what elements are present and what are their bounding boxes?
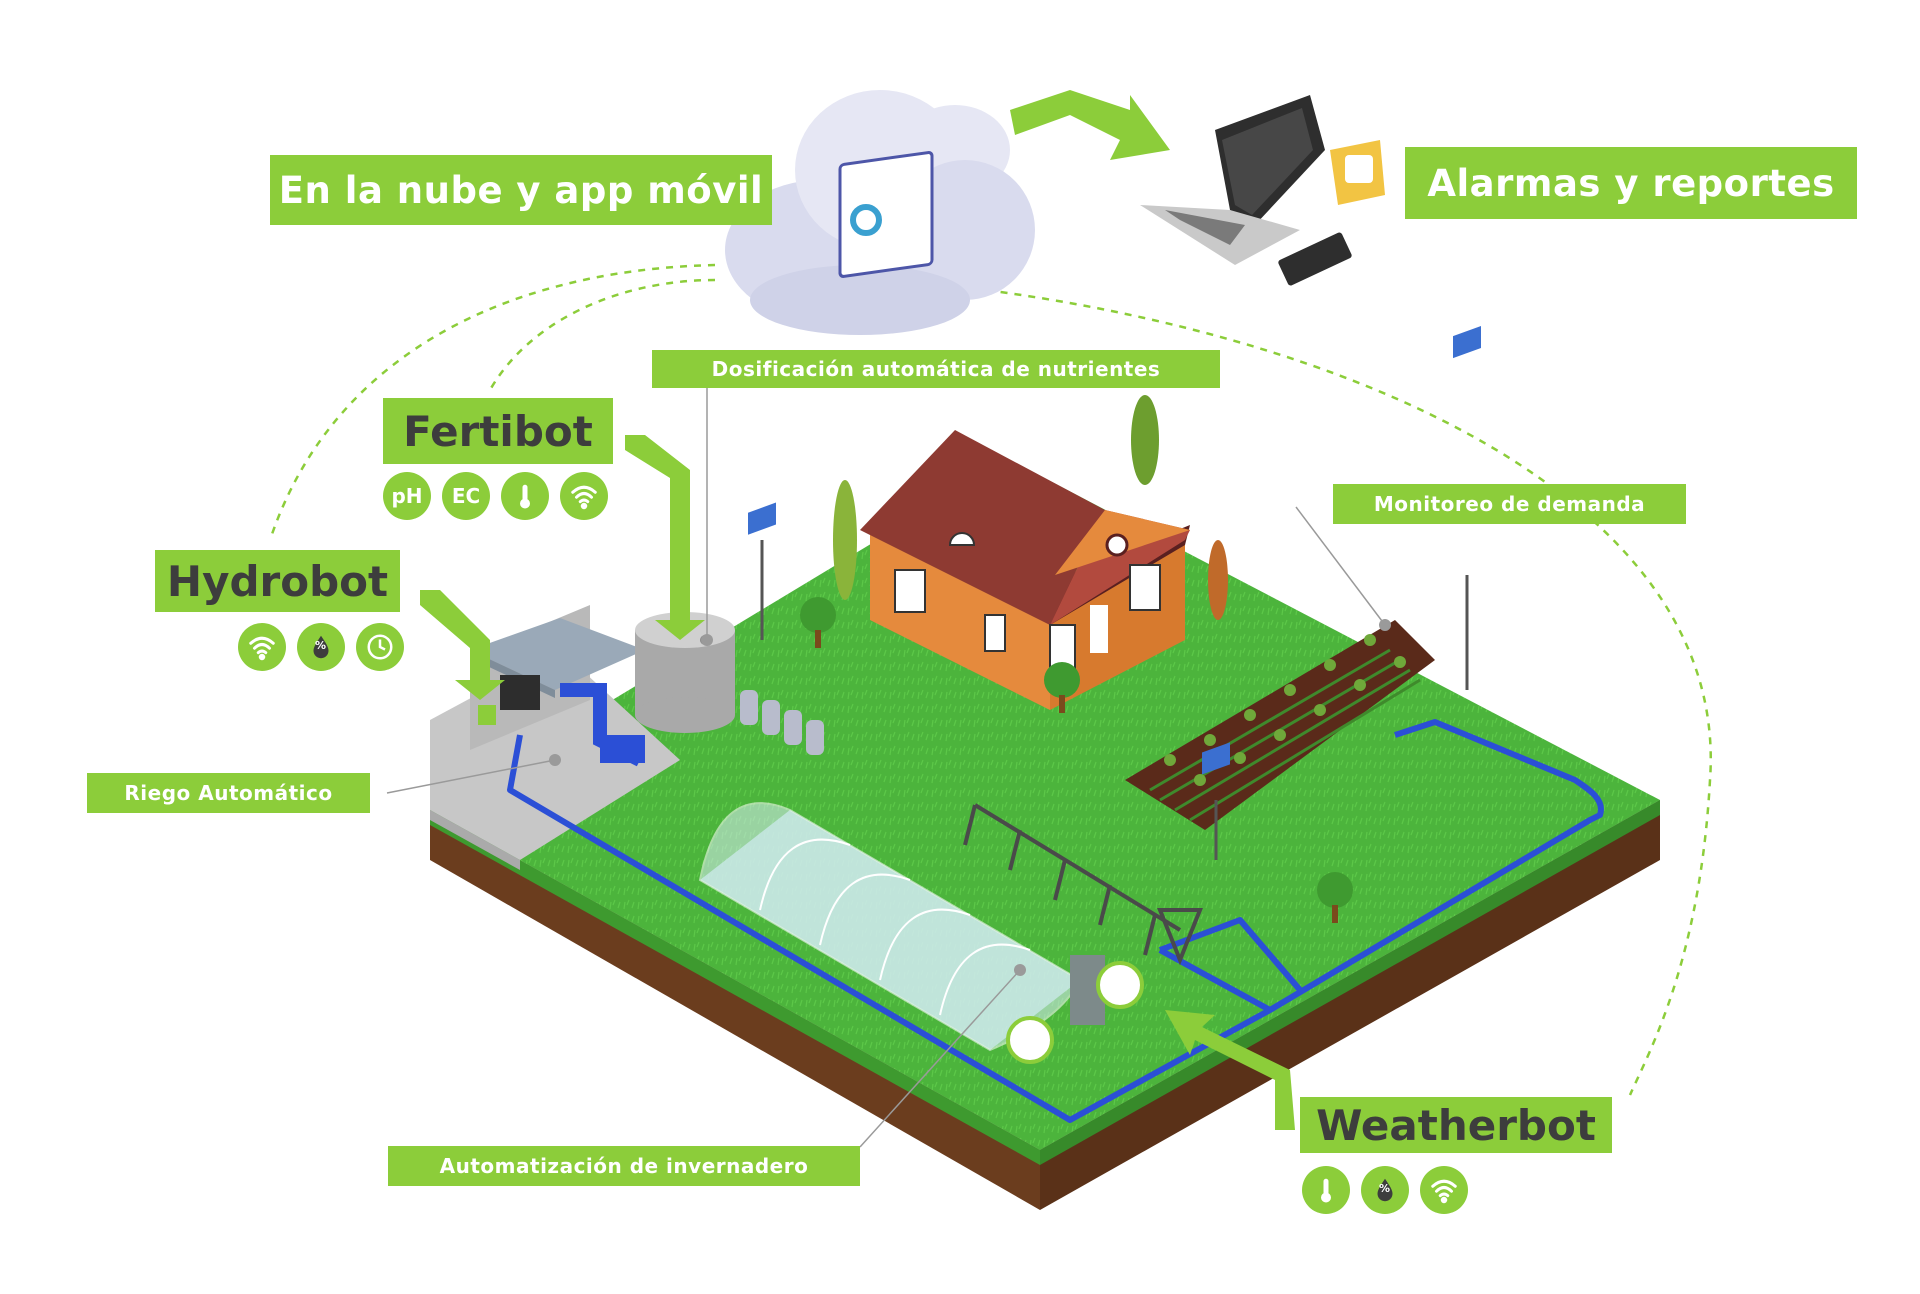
concrete-pad-front [430, 810, 520, 870]
laptop-illustration [1140, 95, 1385, 286]
cloud-hydrobot-arc [268, 263, 716, 541]
label-pointers [386, 388, 1391, 1148]
hydrobot-arrow [420, 590, 505, 700]
field-platform [430, 460, 1660, 1210]
humidity-percent: % [1379, 1182, 1391, 1195]
fertibot-arrow [625, 435, 705, 640]
pump-shed [470, 605, 645, 767]
grass-edge-right [1040, 800, 1660, 1165]
fertibot-icons: pH EC [383, 472, 608, 520]
monitoring-label: Monitoreo de demanda [1333, 484, 1686, 524]
alarms-label: Alarmas y reportes [1405, 147, 1857, 219]
hydrobot-title: Hydrobot [155, 550, 400, 612]
solar-panels [748, 325, 1481, 860]
cloud-weatherbot-arc [944, 283, 1712, 1096]
greenhouse [698, 802, 1105, 1052]
cloud-label: En la nube y app móvil [270, 155, 772, 225]
irrigation-label: Riego Automático [87, 773, 370, 813]
weatherbot-title: Weatherbot [1300, 1097, 1612, 1153]
weatherbot-arrow [1165, 1010, 1295, 1130]
humidity-drop-icon: % [1361, 1166, 1409, 1214]
humidity-drop-icon: % [297, 623, 345, 671]
humidity-percent: % [315, 639, 327, 652]
greenhouse-label: Automatización de invernadero [388, 1146, 860, 1186]
connection-arcs [268, 263, 1712, 1096]
center-pivot [963, 803, 1203, 966]
wifi-icon [1420, 1166, 1468, 1214]
fertibot-title: Fertibot [383, 398, 613, 464]
crop-field [1125, 620, 1435, 830]
cloud-illustration [725, 90, 1035, 335]
thermometer-icon [501, 472, 549, 520]
dosing-label: Dosificación automática de nutrientes [652, 350, 1220, 388]
ec-icon: EC [442, 472, 490, 520]
cloud-to-laptop-arrow [1010, 90, 1170, 160]
grass-edge-left [430, 810, 1040, 1165]
product-arrows [420, 435, 1295, 1130]
grass-top [430, 460, 1660, 1150]
wifi-icon [238, 623, 286, 671]
nutrient-tanks [740, 690, 824, 755]
weatherbot-icons: % [1302, 1166, 1468, 1214]
cloud-fertibot-arc [488, 278, 716, 391]
hydrobot-icons: % [238, 623, 404, 671]
thermometer-icon [1302, 1166, 1350, 1214]
ph-icon: pH [383, 472, 431, 520]
wifi-icon [560, 472, 608, 520]
clock-icon [356, 623, 404, 671]
trees [800, 395, 1353, 923]
farm-house [860, 430, 1190, 710]
valve-markers [1006, 961, 1144, 1064]
